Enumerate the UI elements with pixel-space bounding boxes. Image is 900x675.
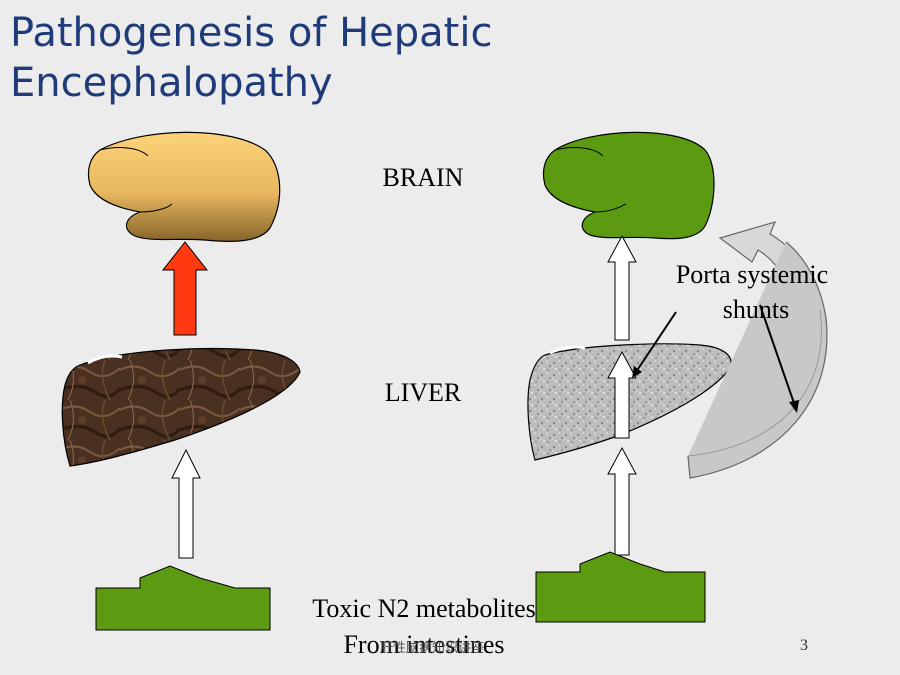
white-arrow-in-liver — [607, 350, 637, 439]
liver-label: LIVER — [385, 378, 462, 407]
white-arrow-right — [607, 446, 637, 556]
shunt-label-line-1: Porta systemic — [676, 260, 828, 289]
healthy-brain — [87, 131, 281, 242]
intestine-block-right — [535, 551, 706, 623]
pointer-line-to-liver — [635, 311, 677, 373]
slide-footer: 肝性脑病知识讲座 — [380, 641, 485, 656]
title-line-2: Encephalopathy — [10, 60, 333, 106]
slide-title: Pathogenesis of Hepatic Encephalopathy — [10, 8, 710, 108]
shunt-label-line-2: shunts — [723, 295, 789, 324]
cirrhotic-liver — [527, 343, 732, 461]
diseased-brain — [542, 131, 715, 240]
normal-liver — [61, 347, 301, 467]
bottom-label-line-1: Toxic N2 metabolites — [312, 594, 535, 623]
white-arrow-left — [171, 448, 201, 559]
page-number: 3 — [800, 637, 808, 654]
title-line-1: Pathogenesis of Hepatic — [10, 10, 493, 56]
intestine-block-left — [95, 565, 271, 631]
pointer-line-to-shunt — [759, 304, 796, 407]
brain-label: BRAIN — [383, 163, 464, 192]
bottom-label-line-2: From intestines — [343, 630, 504, 659]
white-arrow-to-brain — [607, 234, 637, 341]
red-arrow-up — [161, 241, 209, 336]
